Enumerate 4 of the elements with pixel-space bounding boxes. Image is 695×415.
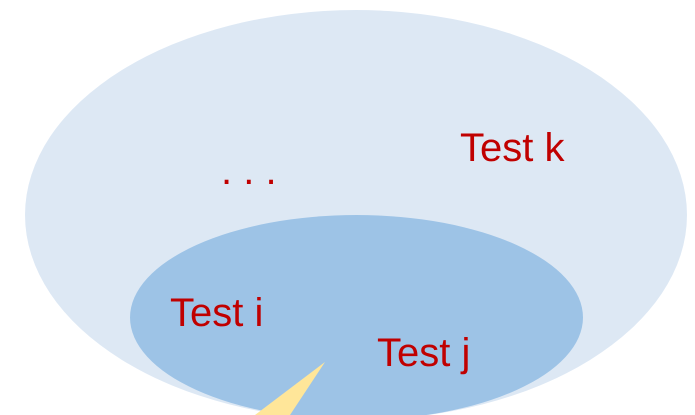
set-label: Test i <box>170 290 264 336</box>
set-label: . . . <box>221 148 277 194</box>
set-label: Test j <box>377 330 470 376</box>
set-label: Test k <box>460 125 564 171</box>
